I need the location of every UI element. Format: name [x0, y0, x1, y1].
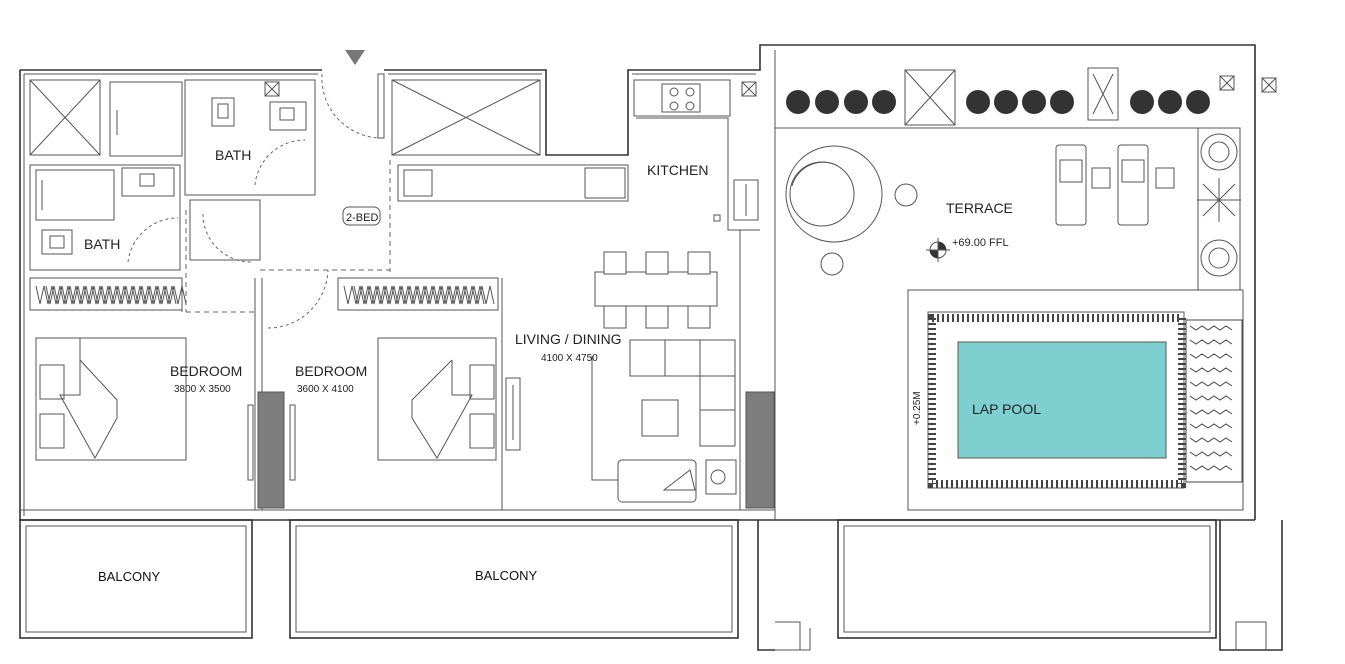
bedroom-1-dimensions: 3800 X 3500 — [174, 384, 231, 395]
bedroom-1-label: BEDROOM — [170, 363, 242, 379]
pool — [907, 289, 1244, 511]
entry-door — [321, 73, 383, 139]
terrace-label: TERRACE — [946, 200, 1013, 216]
kitchen-label: KITCHEN — [647, 162, 708, 178]
dining-furniture — [594, 251, 718, 329]
balcony-2-label: BALCONY — [475, 568, 537, 583]
bedroom-2-furniture — [289, 337, 497, 481]
bath-zone — [29, 79, 316, 271]
shrubs — [786, 90, 1210, 114]
lap-pool-label: LAP POOL — [972, 401, 1041, 417]
planter-plants — [1197, 133, 1241, 277]
kitchen-zone — [391, 79, 760, 231]
level-mark: +69.00 FFL — [952, 237, 1009, 249]
bedroom-2-label: BEDROOM — [295, 363, 367, 379]
bedroom-1-furniture — [35, 337, 254, 481]
bath-1-label: BATH — [215, 147, 251, 163]
living-dining-dimensions: 4100 X 4750 — [541, 353, 598, 364]
pool-depth-label: +0.25M — [912, 391, 923, 425]
wardrobes — [29, 277, 499, 311]
terrace-furniture — [785, 144, 1175, 276]
entry-arrow-icon — [345, 50, 365, 65]
living-dining-label: LIVING / DINING — [515, 331, 622, 347]
column — [257, 391, 285, 509]
balcony-1-label: BALCONY — [98, 569, 160, 584]
unit-tag: 2-BED — [346, 212, 378, 224]
living-furniture — [505, 339, 737, 503]
bath-2-label: BATH — [84, 236, 120, 252]
bedroom-2-dimensions: 3600 X 4100 — [297, 384, 354, 395]
pool-water — [957, 341, 1167, 459]
column — [745, 391, 775, 509]
north-level-marker-icon — [926, 238, 950, 262]
balconies — [19, 519, 1283, 651]
